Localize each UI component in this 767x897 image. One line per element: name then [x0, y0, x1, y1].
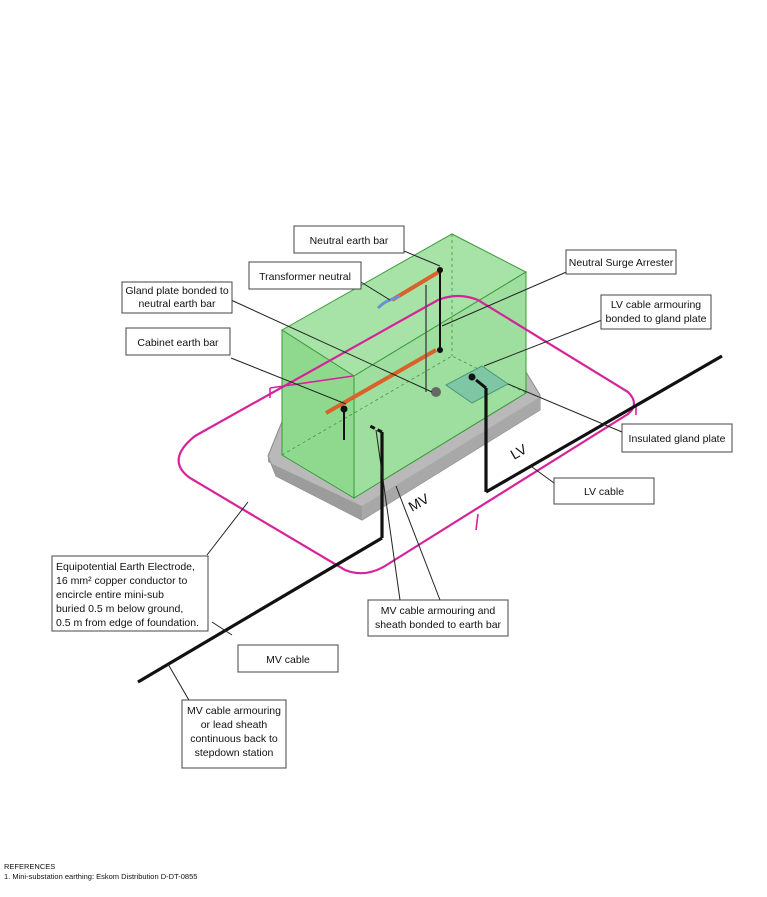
label-neutral-earth-bar: Neutral earth bar [293, 225, 405, 254]
label-insulated-gland-plate: Insulated gland plate [621, 423, 733, 453]
svg-text:LV cable: LV cable [584, 486, 624, 498]
label-equipotential-earth-electrode: Equipotential Earth Electrode, 16 mm² co… [51, 555, 209, 632]
label-mv-cable: MV cable [237, 644, 339, 673]
svg-text:stepdown station: stepdown station [195, 747, 274, 759]
lv-armour-bond-point [468, 373, 476, 381]
svg-text:LV cable armouring: LV cable armouring [611, 299, 701, 311]
label-mv-cable-armouring-bonded: MV cable armouring and sheath bonded to … [367, 599, 509, 637]
svg-text:neutral earth bar: neutral earth bar [138, 298, 216, 310]
svg-text:Gland plate bonded to: Gland plate bonded to [125, 285, 228, 297]
references: REFERENCES 1. Mini-substation earthing: … [4, 862, 197, 882]
svg-text:MV cable: MV cable [266, 654, 310, 666]
svg-text:continuous back to: continuous back to [190, 733, 278, 745]
svg-text:MV cable armouring and: MV cable armouring and [381, 605, 496, 617]
svg-text:or lead sheath: or lead sheath [201, 719, 268, 731]
svg-text:Neutral earth bar: Neutral earth bar [310, 235, 389, 247]
cabinet-earth-bar [325, 348, 437, 440]
label-neutral-surge-arrester: Neutral Surge Arrester [565, 249, 677, 275]
lv-tag: LV [508, 440, 531, 462]
svg-text:bonded to gland plate: bonded to gland plate [605, 313, 706, 325]
reference-item: 1. Mini-substation earthing: Eskom Distr… [4, 872, 198, 881]
svg-text:encircle entire mini-sub: encircle entire mini-sub [56, 589, 164, 601]
svg-text:buried 0.5 m below ground,: buried 0.5 m below ground, [56, 603, 183, 615]
references-heading: REFERENCES [4, 862, 56, 871]
label-mv-cable-continuous: MV cable armouring or lead sheath contin… [181, 699, 287, 769]
label-transformer-neutral: Transformer neutral [248, 261, 362, 290]
label-lv-cable: LV cable [553, 477, 655, 505]
svg-text:Equipotential Earth Electrode,: Equipotential Earth Electrode, [56, 561, 195, 573]
label-cabinet-earth-bar: Cabinet earth bar [125, 327, 231, 356]
svg-text:0.5 m from edge of foundation.: 0.5 m from edge of foundation. [56, 617, 199, 629]
svg-text:sheath bonded to earth bar: sheath bonded to earth bar [375, 619, 502, 631]
electrode-tee [269, 375, 354, 389]
svg-text:Insulated gland plate: Insulated gland plate [629, 433, 726, 445]
svg-text:Neutral Surge Arrester: Neutral Surge Arrester [569, 257, 674, 269]
svg-text:Transformer neutral: Transformer neutral [259, 271, 351, 283]
mv-tag: MV [406, 490, 433, 515]
electrode-cross-link [475, 513, 479, 531]
equipotential-earth-electrode [177, 294, 636, 575]
svg-text:16 mm² copper conductor to: 16 mm² copper conductor to [56, 575, 187, 587]
mini-sub-cabinet [281, 233, 528, 499]
svg-text:Cabinet earth bar: Cabinet earth bar [137, 337, 219, 349]
neutral-earth-bar [390, 267, 444, 397]
leader-lines [167, 245, 623, 703]
mv-cable [137, 424, 384, 684]
label-gland-plate-bonded: Gland plate bonded to neutral earth bar [121, 281, 233, 314]
svg-text:MV cable armouring: MV cable armouring [187, 705, 281, 717]
label-lv-cable-armouring: LV cable armouring bonded to gland plate [600, 294, 712, 330]
